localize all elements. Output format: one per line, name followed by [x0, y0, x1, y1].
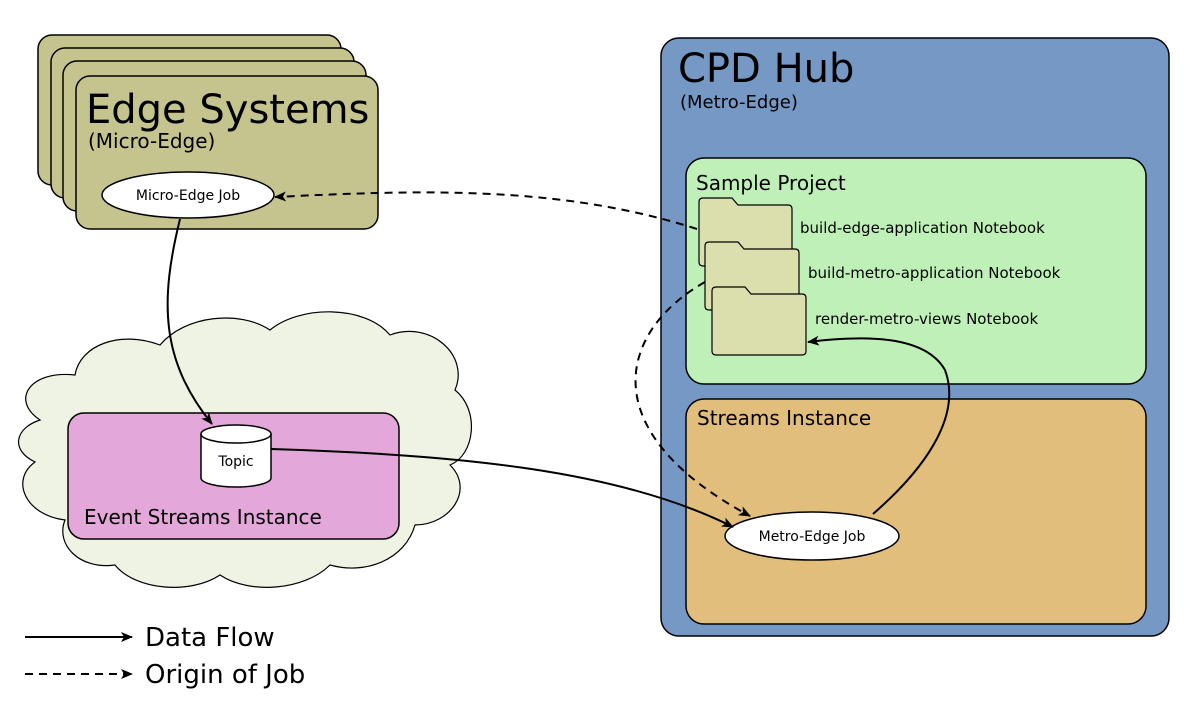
topic-cylinder-top: [200, 424, 272, 444]
sample-project-label: Sample Project: [696, 171, 846, 195]
streams-instance-label: Streams Instance: [697, 406, 871, 430]
streams-instance-box: [685, 398, 1147, 625]
topic-label: Topic: [217, 454, 253, 470]
edge-systems-group: Edge Systems (Micro-Edge) Micro-Edge Job: [37, 34, 379, 230]
dataflow-arrow-topic-to-metro-job: [270, 448, 734, 528]
event-streams-label: Event Streams Instance: [84, 505, 322, 529]
cpd-hub-title: CPD Hub: [678, 46, 854, 92]
edge-systems-title: Edge Systems: [86, 87, 369, 133]
cpd-hub-group: CPD Hub (Metro-Edge) Sample Project buil…: [660, 37, 1170, 637]
topic-cylinder-body[interactable]: [200, 434, 272, 488]
dataflow-arrow-metro-job-to-views-notebook: [807, 335, 951, 515]
event-streams-group: Event Streams Instance Topic: [67, 412, 400, 540]
cpd-hub-subtitle: (Metro-Edge): [680, 92, 798, 113]
metro-edge-job-node[interactable]: [724, 511, 900, 561]
origin-arrow-edge-notebook-to-micro-job: [274, 191, 698, 230]
legend: Data Flow Origin of Job: [25, 623, 305, 690]
origin-arrow-metro-notebook-to-metro-job: [634, 281, 751, 517]
legend-data-flow-label: Data Flow: [145, 623, 275, 653]
metro-edge-job-label: Metro-Edge Job: [759, 529, 866, 545]
edge-systems-subtitle: (Micro-Edge): [88, 129, 215, 153]
legend-origin-of-job-label: Origin of Job: [145, 660, 305, 690]
notebook-label: build-metro-application Notebook: [808, 264, 1061, 282]
notebook-label: render-metro-views Notebook: [815, 310, 1038, 328]
micro-edge-job-node[interactable]: [101, 171, 275, 219]
micro-edge-job-label: Micro-Edge Job: [136, 188, 240, 204]
folder-icon[interactable]: [711, 286, 807, 356]
notebook-label: build-edge-application Notebook: [800, 219, 1045, 237]
dataflow-arrow-micro-job-to-topic: [166, 218, 213, 425]
